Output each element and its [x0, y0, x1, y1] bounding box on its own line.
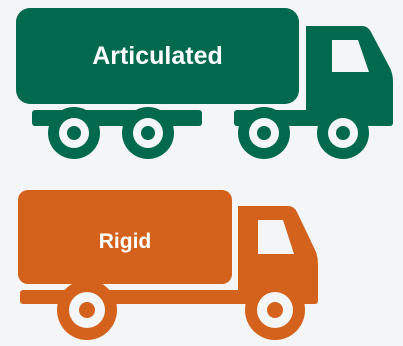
- rigid-cargo-box: [18, 190, 232, 284]
- rigid-cab-window: [258, 220, 294, 254]
- rigid-wheels: [57, 280, 305, 340]
- articulated-wheels: [48, 107, 369, 159]
- rigid-label: Rigid: [98, 230, 152, 253]
- articulated-truck-icon: [16, 8, 393, 159]
- articulated-label: Articulated: [92, 42, 223, 70]
- articulated-cab-window: [332, 40, 369, 72]
- articulated-trailer: [16, 8, 299, 104]
- rigid-truck-icon: [18, 190, 318, 340]
